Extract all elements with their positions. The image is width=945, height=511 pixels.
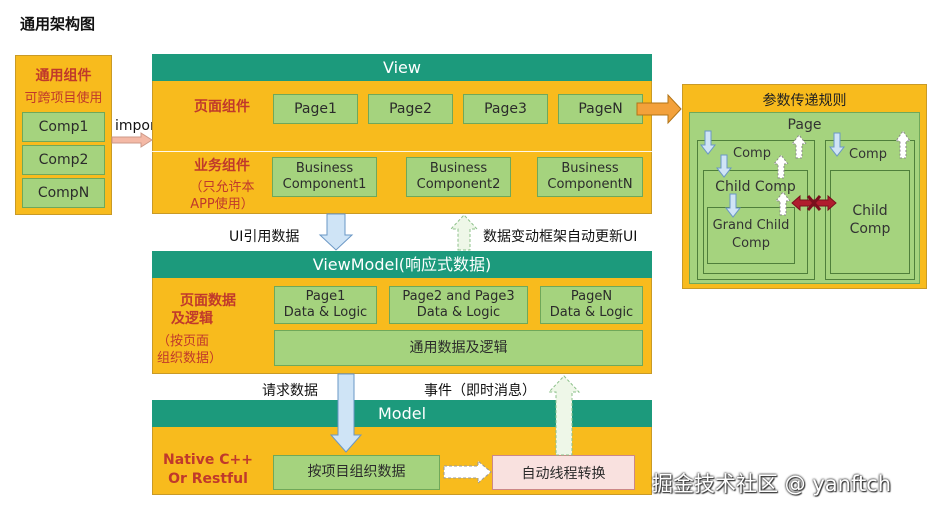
ui-ref-down-arrow [318,213,354,251]
model-native-2: Or Restful [168,471,248,487]
page-components-label: 页面组件 [194,99,250,115]
param-child-right-box [830,170,910,274]
param-comp-right-box [825,140,915,280]
import-label: import [115,118,162,134]
forbidden-x-2 [806,195,822,211]
viewmodel-data-page1-line2: Data & Logic [283,305,368,320]
param-down-arrow-1 [699,130,717,155]
param-grand-child-label-2: Comp [732,236,770,251]
event-up-arrow [547,375,581,456]
business-component-n: Business ComponentN [537,157,643,197]
viewmodel-data-page2-3-line2: Data & Logic [416,305,501,320]
business-component-2: Business Component2 [406,157,511,197]
shared-comp-1: Comp1 [22,112,105,142]
param-up-arrow-1 [790,134,808,159]
viewmodel-data-page1-line1: Page1 [305,289,346,305]
event-label: 事件（即时消息） [424,383,536,399]
param-up-arrow-3 [774,191,792,216]
view-page-2: Page2 [368,94,453,124]
shared-title: 通用组件 [35,68,92,84]
param-down-arrow-2 [715,154,733,178]
business-component-1: Business Component1 [272,157,377,197]
shared-components-panel: 通用组件 可跨项目使用 Comp1 Comp2 CompN [15,55,112,215]
param-grand-child-label-1: Grand Child [712,218,790,233]
ui-reference-label: UI引用数据 [229,229,300,245]
viewmodel-label-3: （按页面 [157,334,210,349]
view-page-n: PageN [558,94,643,124]
viewmodel-common: 通用数据及逻辑 [274,330,643,366]
viewmodel-header: ViewModel(响应式数据) [152,251,652,278]
param-child-right-label-2: Comp [849,221,891,237]
viewmodel-data-pagen: PageN Data & Logic [540,286,643,324]
viewmodel-label-4: 组织数据） [157,351,223,366]
watermark: 掘金技术社区 @ yanftch [652,472,892,496]
param-grand-child-box [707,207,795,264]
view-page-1: Page1 [273,94,358,124]
viewmodel-data-page2-3: Page2 and Page3 Data & Logic [389,286,528,324]
param-up-arrow-2 [772,154,790,179]
business-component-2-line1: Business [429,161,488,177]
shared-subtitle: 可跨项目使用 [24,91,103,106]
model-native-1: Native C++ [163,452,253,468]
param-child-right-label-1: Child [852,203,888,219]
business-components-note-2: APP使用） [190,197,254,212]
shared-comp-n: CompN [22,178,105,208]
param-page-label: Page [787,117,822,133]
business-components-note-1: （只允许本 [189,180,255,195]
param-comp-left-box [697,140,815,280]
business-component-1-line2: Component1 [282,177,367,192]
view-header: View [152,54,652,81]
viewmodel-data-pagen-line2: Data & Logic [549,305,634,320]
viewmodel-data-page2-3-line1: Page2 and Page3 [402,289,515,305]
auto-update-up-arrow [449,214,479,251]
business-component-1-line1: Business [295,161,354,177]
view-divider [152,151,652,152]
viewmodel-label-1: 页面数据 [180,293,236,309]
business-component-2-line2: Component2 [416,177,501,192]
view-page-3: Page3 [463,94,548,124]
auto-update-label: 数据变动框架自动更新UI [483,229,638,245]
param-comp-left-label: Comp [733,146,771,161]
param-down-arrow-3 [724,193,742,218]
param-child-comp-label: Child Comp [715,179,796,195]
import-arrow [111,132,153,148]
viewmodel-data-page1: Page1 Data & Logic [274,286,377,324]
business-components-label: 业务组件 [194,158,250,174]
param-rules-title: 参数传递规则 [762,93,847,109]
business-component-n-line1: Business [561,161,619,177]
model-internal-arrow [443,459,492,485]
request-down-arrow [329,373,363,453]
param-up-arrow-4 [895,130,911,159]
model-org-data: 按项目组织数据 [273,455,440,490]
diagram-title: 通用架构图 [20,15,96,33]
request-data-label: 请求数据 [262,383,318,399]
param-child-comp-box [703,170,808,274]
param-down-arrow-4 [828,132,846,157]
viewmodel-label-2: 及逻辑 [171,311,213,327]
viewmodel-data-pagen-line1: PageN [570,289,613,305]
param-comp-right-label: Comp [849,147,887,162]
business-component-n-line2: ComponentN [547,177,633,192]
shared-comp-2: Comp2 [22,145,105,175]
view-to-rules-arrow [636,93,682,125]
